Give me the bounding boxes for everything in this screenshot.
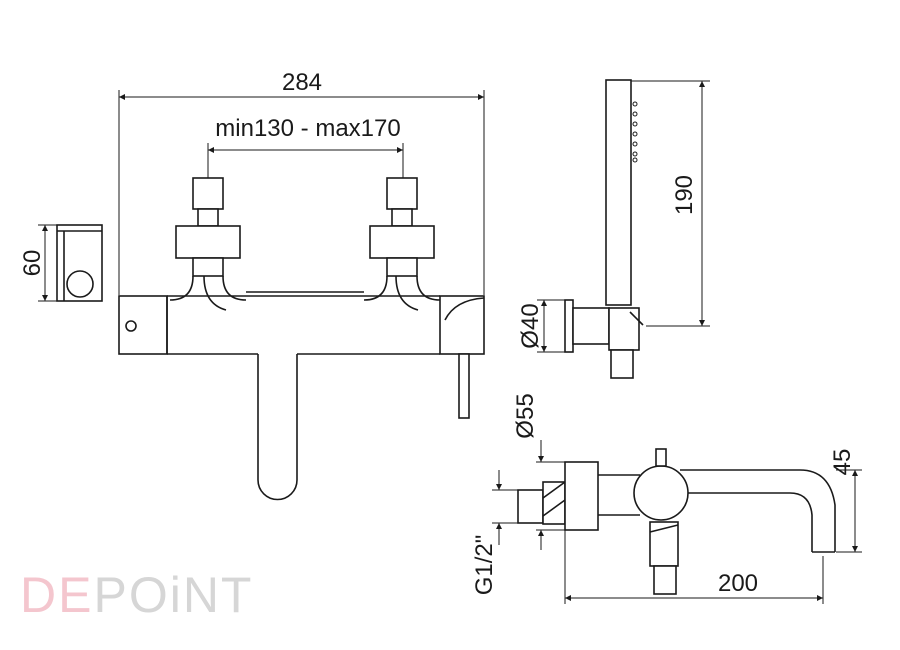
brand-logo: DEPOiNT [20,566,253,624]
hand-shower-view: 190 Ø40 [517,79,710,379]
inlet-thread-label: G1/2" [471,535,498,596]
logo-part-point: POiNT [93,567,254,623]
spout-diameter-label: Ø55 [512,393,539,438]
spout-height-label: 45 [829,449,856,476]
bath-spout-side-view: Ø55 G1/2" 45 200 [471,393,862,604]
logo-part-de: DE [20,567,94,623]
holder-diameter-label: Ø40 [517,303,544,348]
hand-shower-length-label: 190 [671,175,698,215]
bracket-height-label: 60 [19,250,46,277]
spout-projection-label: 200 [718,570,758,597]
mixer-front-view: 284 min130 - max170 [118,69,485,501]
center-distance-label: min130 - max170 [215,115,400,142]
bracket-side-view: 60 [19,224,103,302]
overall-width-label: 284 [282,69,322,96]
